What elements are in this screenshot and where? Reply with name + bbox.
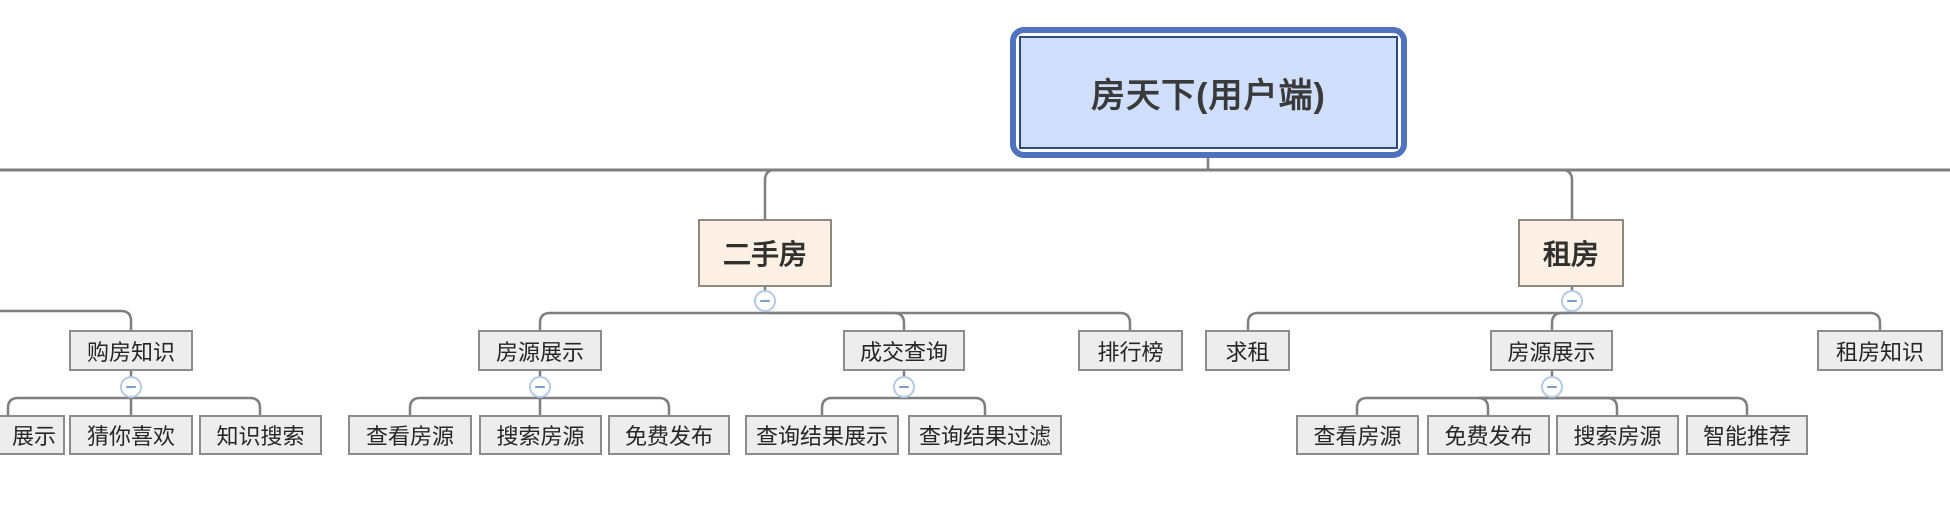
node-chaxun-jieguo-zhanshi[interactable]: 查询结果展示 xyxy=(745,415,899,455)
connector-esf-chengjiaochaxun xyxy=(765,311,906,330)
minus-icon xyxy=(760,299,770,303)
node-chengjiao-chaxun[interactable]: 成交查询 xyxy=(843,330,965,371)
connector-zf-fangyuanzhanshi xyxy=(1550,311,1572,330)
node-mianfei-fabu-ershoufang[interactable]: 免费发布 xyxy=(608,415,730,455)
connector-fyzszf-zhinengtuijian xyxy=(1552,396,1749,415)
connector-zf-zufangzhishi xyxy=(1572,311,1882,330)
node-chakan-fangyuan-ershoufang[interactable]: 查看房源 xyxy=(348,415,472,455)
node-zhineng-tuijian[interactable]: 智能推荐 xyxy=(1686,415,1808,455)
connector-fyzszf-mianfeifabu xyxy=(1477,396,1552,415)
node-fangyuan-zhanshi-zufang[interactable]: 房源展示 xyxy=(1490,330,1613,371)
connector-gfzs-zhanshi xyxy=(6,396,131,415)
node-zhanshi-partial[interactable]: 展示 xyxy=(0,415,65,455)
connector-cjcx-jieguoguolv xyxy=(904,396,987,415)
connector-esf-paihangbang xyxy=(765,311,1132,330)
minus-icon xyxy=(1547,385,1557,389)
node-ershoufang[interactable]: 二手房 xyxy=(698,219,832,287)
connector-root-ershoufang xyxy=(763,168,1208,219)
connector-gfzs-zhishisousuo xyxy=(131,396,262,415)
node-zufang[interactable]: 租房 xyxy=(1518,219,1624,287)
node-fangyuan-zhanshi-ershoufang[interactable]: 房源展示 xyxy=(478,330,602,371)
node-cainixihuan[interactable]: 猜你喜欢 xyxy=(69,415,193,455)
collapse-button-chengjiao-chaxun[interactable] xyxy=(893,376,915,398)
connector-fyzsesf-chakanfangyuan xyxy=(408,396,540,415)
connector-offscreen-goufangzhishi xyxy=(0,309,133,330)
node-mianfei-fabu-zufang[interactable]: 免费发布 xyxy=(1427,415,1550,455)
node-zhishi-sousuo[interactable]: 知识搜索 xyxy=(199,415,322,455)
collapse-button-fangyuan-zhanshi-zufang[interactable] xyxy=(1541,376,1563,398)
minus-icon xyxy=(1567,299,1577,303)
node-root-label: 房天下(用户端) xyxy=(1019,36,1398,149)
node-root[interactable]: 房天下(用户端) xyxy=(1010,27,1407,158)
connector-root-zufang xyxy=(1208,168,1574,219)
node-goufang-zhishi[interactable]: 购房知识 xyxy=(69,330,193,371)
node-qiuzu[interactable]: 求租 xyxy=(1205,330,1290,371)
connector-fyzszf-sousuofangyuan xyxy=(1552,396,1619,415)
connector-esf-fangyuanzhanshi xyxy=(538,311,765,330)
node-chakan-fangyuan-zufang[interactable]: 查看房源 xyxy=(1296,415,1419,455)
collapse-button-goufang-zhishi[interactable] xyxy=(120,376,142,398)
collapse-button-ershoufang[interactable] xyxy=(754,290,776,312)
collapse-button-zufang[interactable] xyxy=(1561,290,1583,312)
connector-zf-qiuzu xyxy=(1246,311,1572,330)
connector-fyzszf-chakanfangyuan xyxy=(1355,396,1552,415)
minus-icon xyxy=(899,385,909,389)
node-sousuo-fangyuan-ershoufang[interactable]: 搜索房源 xyxy=(479,415,602,455)
minus-icon xyxy=(535,385,545,389)
connector-fyzsesf-mianfeifabu xyxy=(540,396,671,415)
node-paihangbang[interactable]: 排行榜 xyxy=(1078,330,1183,371)
collapse-button-fangyuan-zhanshi-ershoufang[interactable] xyxy=(529,376,551,398)
node-zufang-zhishi[interactable]: 租房知识 xyxy=(1817,330,1943,371)
node-sousuo-fangyuan-zufang[interactable]: 搜索房源 xyxy=(1556,415,1679,455)
minus-icon xyxy=(126,385,136,389)
connector-cjcx-jieguozhanshi xyxy=(820,396,904,415)
node-chaxun-jieguo-guolv[interactable]: 查询结果过滤 xyxy=(908,415,1062,455)
